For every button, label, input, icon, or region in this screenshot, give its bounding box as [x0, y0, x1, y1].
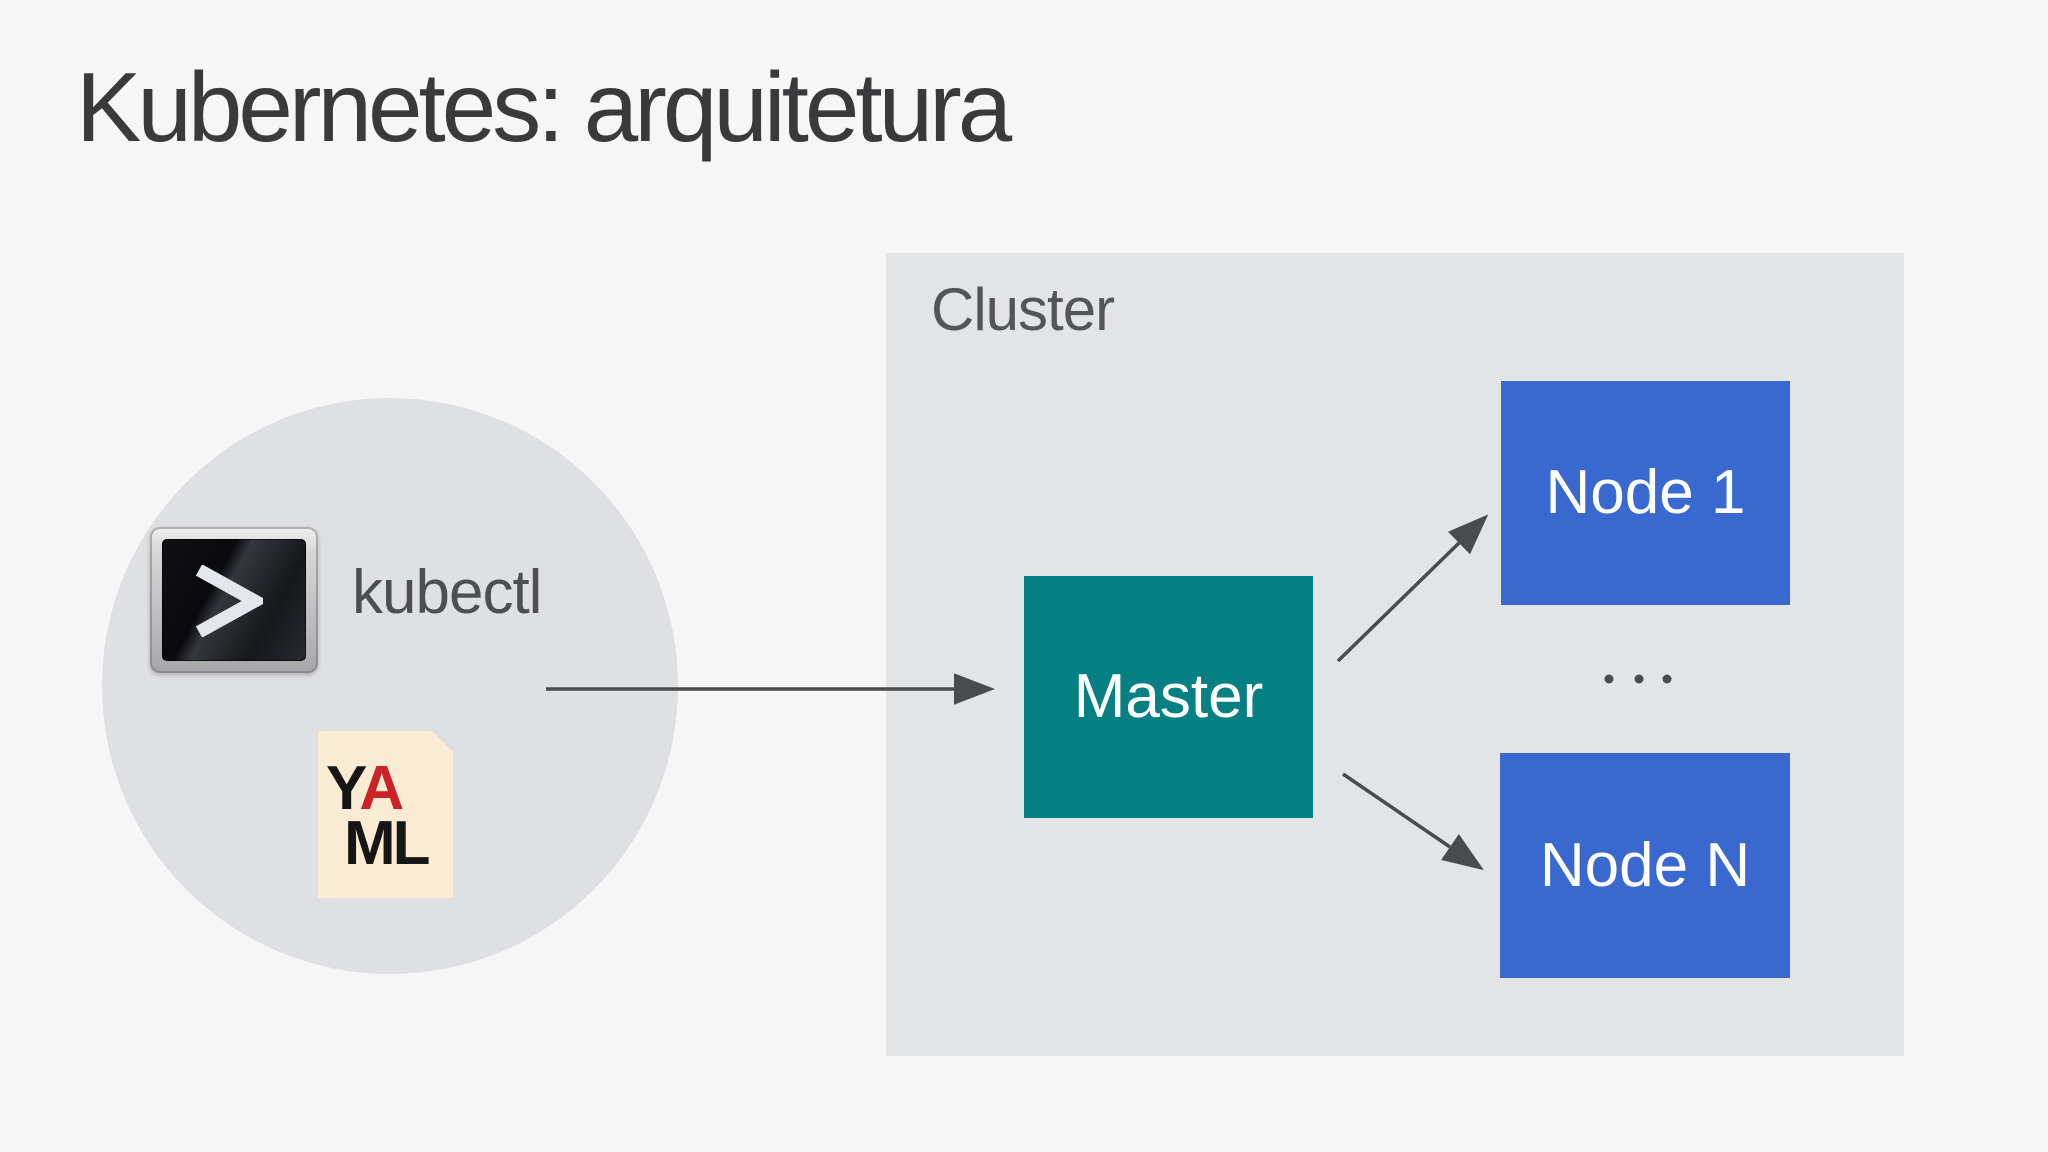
master-label: Master [1073, 662, 1264, 731]
node-n-box: Node N [1500, 753, 1790, 978]
node-1-label: Node 1 [1545, 458, 1746, 527]
node-n-label: Node N [1539, 830, 1751, 900]
prompt-chevron-icon [195, 565, 263, 637]
yaml-letter-a: A [359, 754, 404, 823]
node-1-box: Node 1 [1501, 381, 1790, 605]
page-title: Kubernetes: arquitetura [76, 52, 1012, 162]
kubectl-label: kubectl [352, 558, 542, 627]
terminal-icon [150, 527, 318, 673]
master-box: Master [1024, 576, 1313, 818]
terminal-screen [162, 539, 306, 661]
yaml-letter-y: Y [326, 754, 367, 823]
yaml-logo-line2: ML [344, 809, 431, 878]
yaml-file-icon: YA ML [318, 731, 453, 898]
yaml-logo-line1: YA [326, 758, 453, 820]
cluster-label: Cluster [931, 276, 1115, 343]
